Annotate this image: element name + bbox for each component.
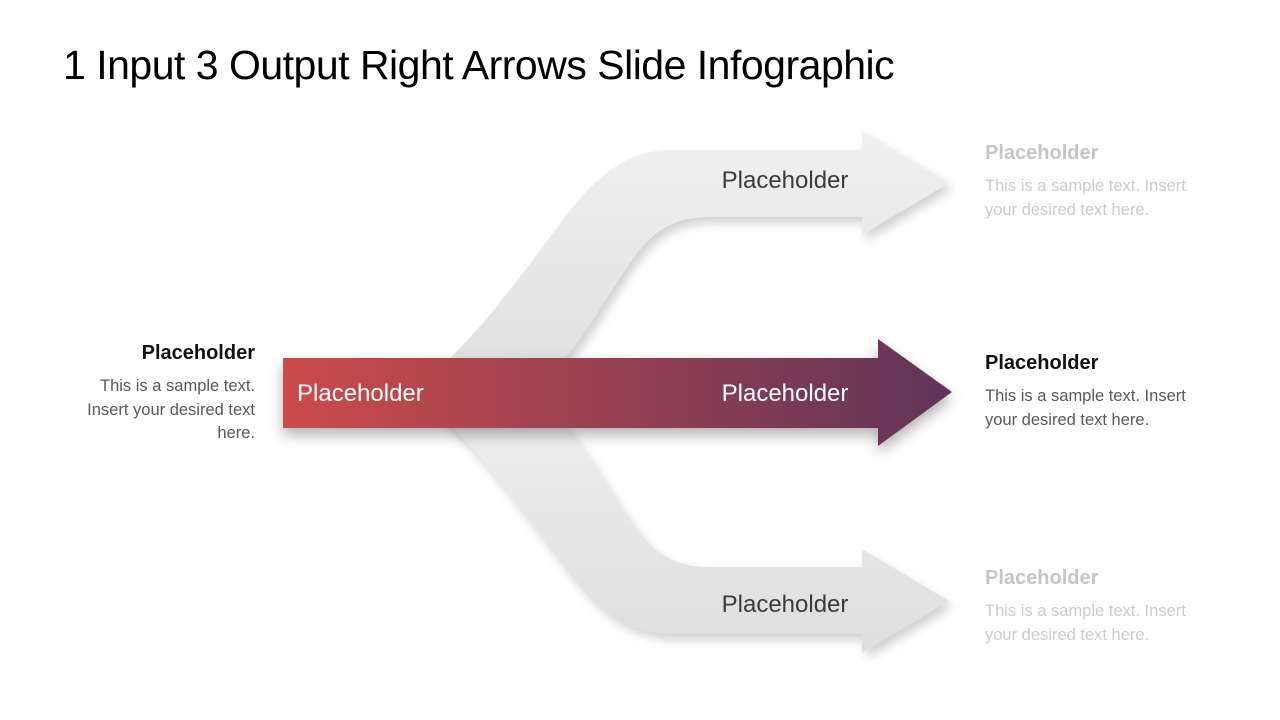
- main-input-output-arrow: [283, 339, 952, 446]
- output-top-body-text: This is a sample text. Insert your desir…: [985, 177, 1186, 219]
- output-middle-body-text: This is a sample text. Insert your desir…: [985, 387, 1186, 429]
- curved-arrow-bottom: [390, 380, 949, 653]
- main-arrow-start-label: Placeholder: [297, 380, 424, 407]
- output-bottom-heading: Placeholder: [985, 567, 1099, 589]
- input-text-block: Placeholder This is a sample text. Inser…: [83, 340, 255, 446]
- output-bottom-body-text: This is a sample text. Insert your desir…: [985, 602, 1186, 644]
- main-arrow-end-label: Placeholder: [721, 380, 849, 407]
- input-body-text: This is a sample text. Insert your desir…: [87, 377, 255, 442]
- curved-arrow-top: [390, 131, 949, 404]
- output-text-block-bottom: Placeholder This is a sample text. Inser…: [985, 565, 1213, 647]
- output-middle-heading: Placeholder: [985, 352, 1099, 374]
- input-heading: Placeholder: [141, 342, 255, 364]
- output-text-block-middle: Placeholder This is a sample text. Inser…: [985, 350, 1213, 432]
- branch-arrow-bottom-label: Placeholder: [721, 591, 849, 618]
- output-text-block-top: Placeholder This is a sample text. Inser…: [985, 140, 1213, 222]
- output-top-heading: Placeholder: [985, 142, 1099, 164]
- slide-title: 1 Input 3 Output Right Arrows Slide Info…: [63, 42, 895, 88]
- branch-arrow-top-label: Placeholder: [721, 167, 849, 194]
